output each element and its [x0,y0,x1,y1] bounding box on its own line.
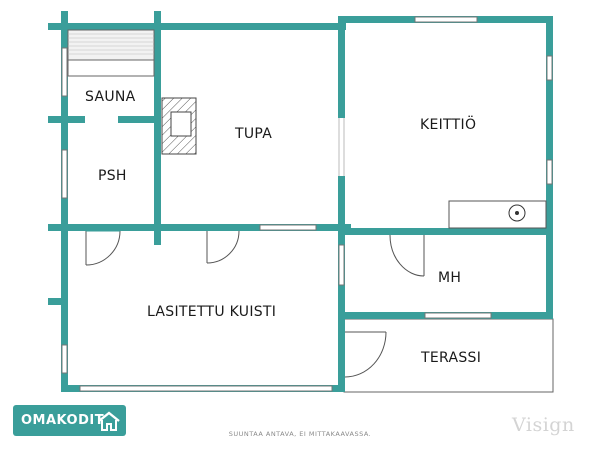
doors [85,230,425,378]
room-label-terassi: TERASSI [421,350,482,366]
sauna-bench [67,29,155,77]
passage-opening [338,118,345,176]
room-label-psh: PSH [98,168,127,184]
window-icon [546,55,553,81]
door-swing-icon [85,230,121,266]
door-swing-icon [389,234,425,277]
window-icon [424,312,492,319]
window-icon [414,16,478,23]
door-swing-icon [206,230,240,264]
window-icon [259,224,317,231]
window-icon [61,344,68,374]
disclaimer-text: SUUNTAA ANTAVA, EI MITTAKAAVASSA. [228,430,372,438]
stove-icon [161,97,197,155]
brand-name: OMAKODIT [21,413,105,428]
door-swing-icon [344,331,387,378]
windows [61,16,553,392]
window-icon [61,47,68,97]
window-icon [79,385,333,392]
window-icon [338,244,345,286]
visign-watermark: Visign [512,414,575,436]
sink-icon [508,204,526,222]
room-label-mh: MH [438,270,462,286]
window-icon [61,149,68,199]
room-label-keittio: KEITTIÖ [420,117,477,133]
room-label-tupa: TUPA [235,126,273,142]
kitchen-counter [448,200,547,229]
room-label-sauna: SAUNA [85,89,136,105]
house-icon [98,411,120,431]
room-label-lasitettu-kuisti: LASITETTU KUISTI [147,304,277,320]
brand-logo: OMAKODIT [13,405,126,436]
window-icon [546,159,553,185]
